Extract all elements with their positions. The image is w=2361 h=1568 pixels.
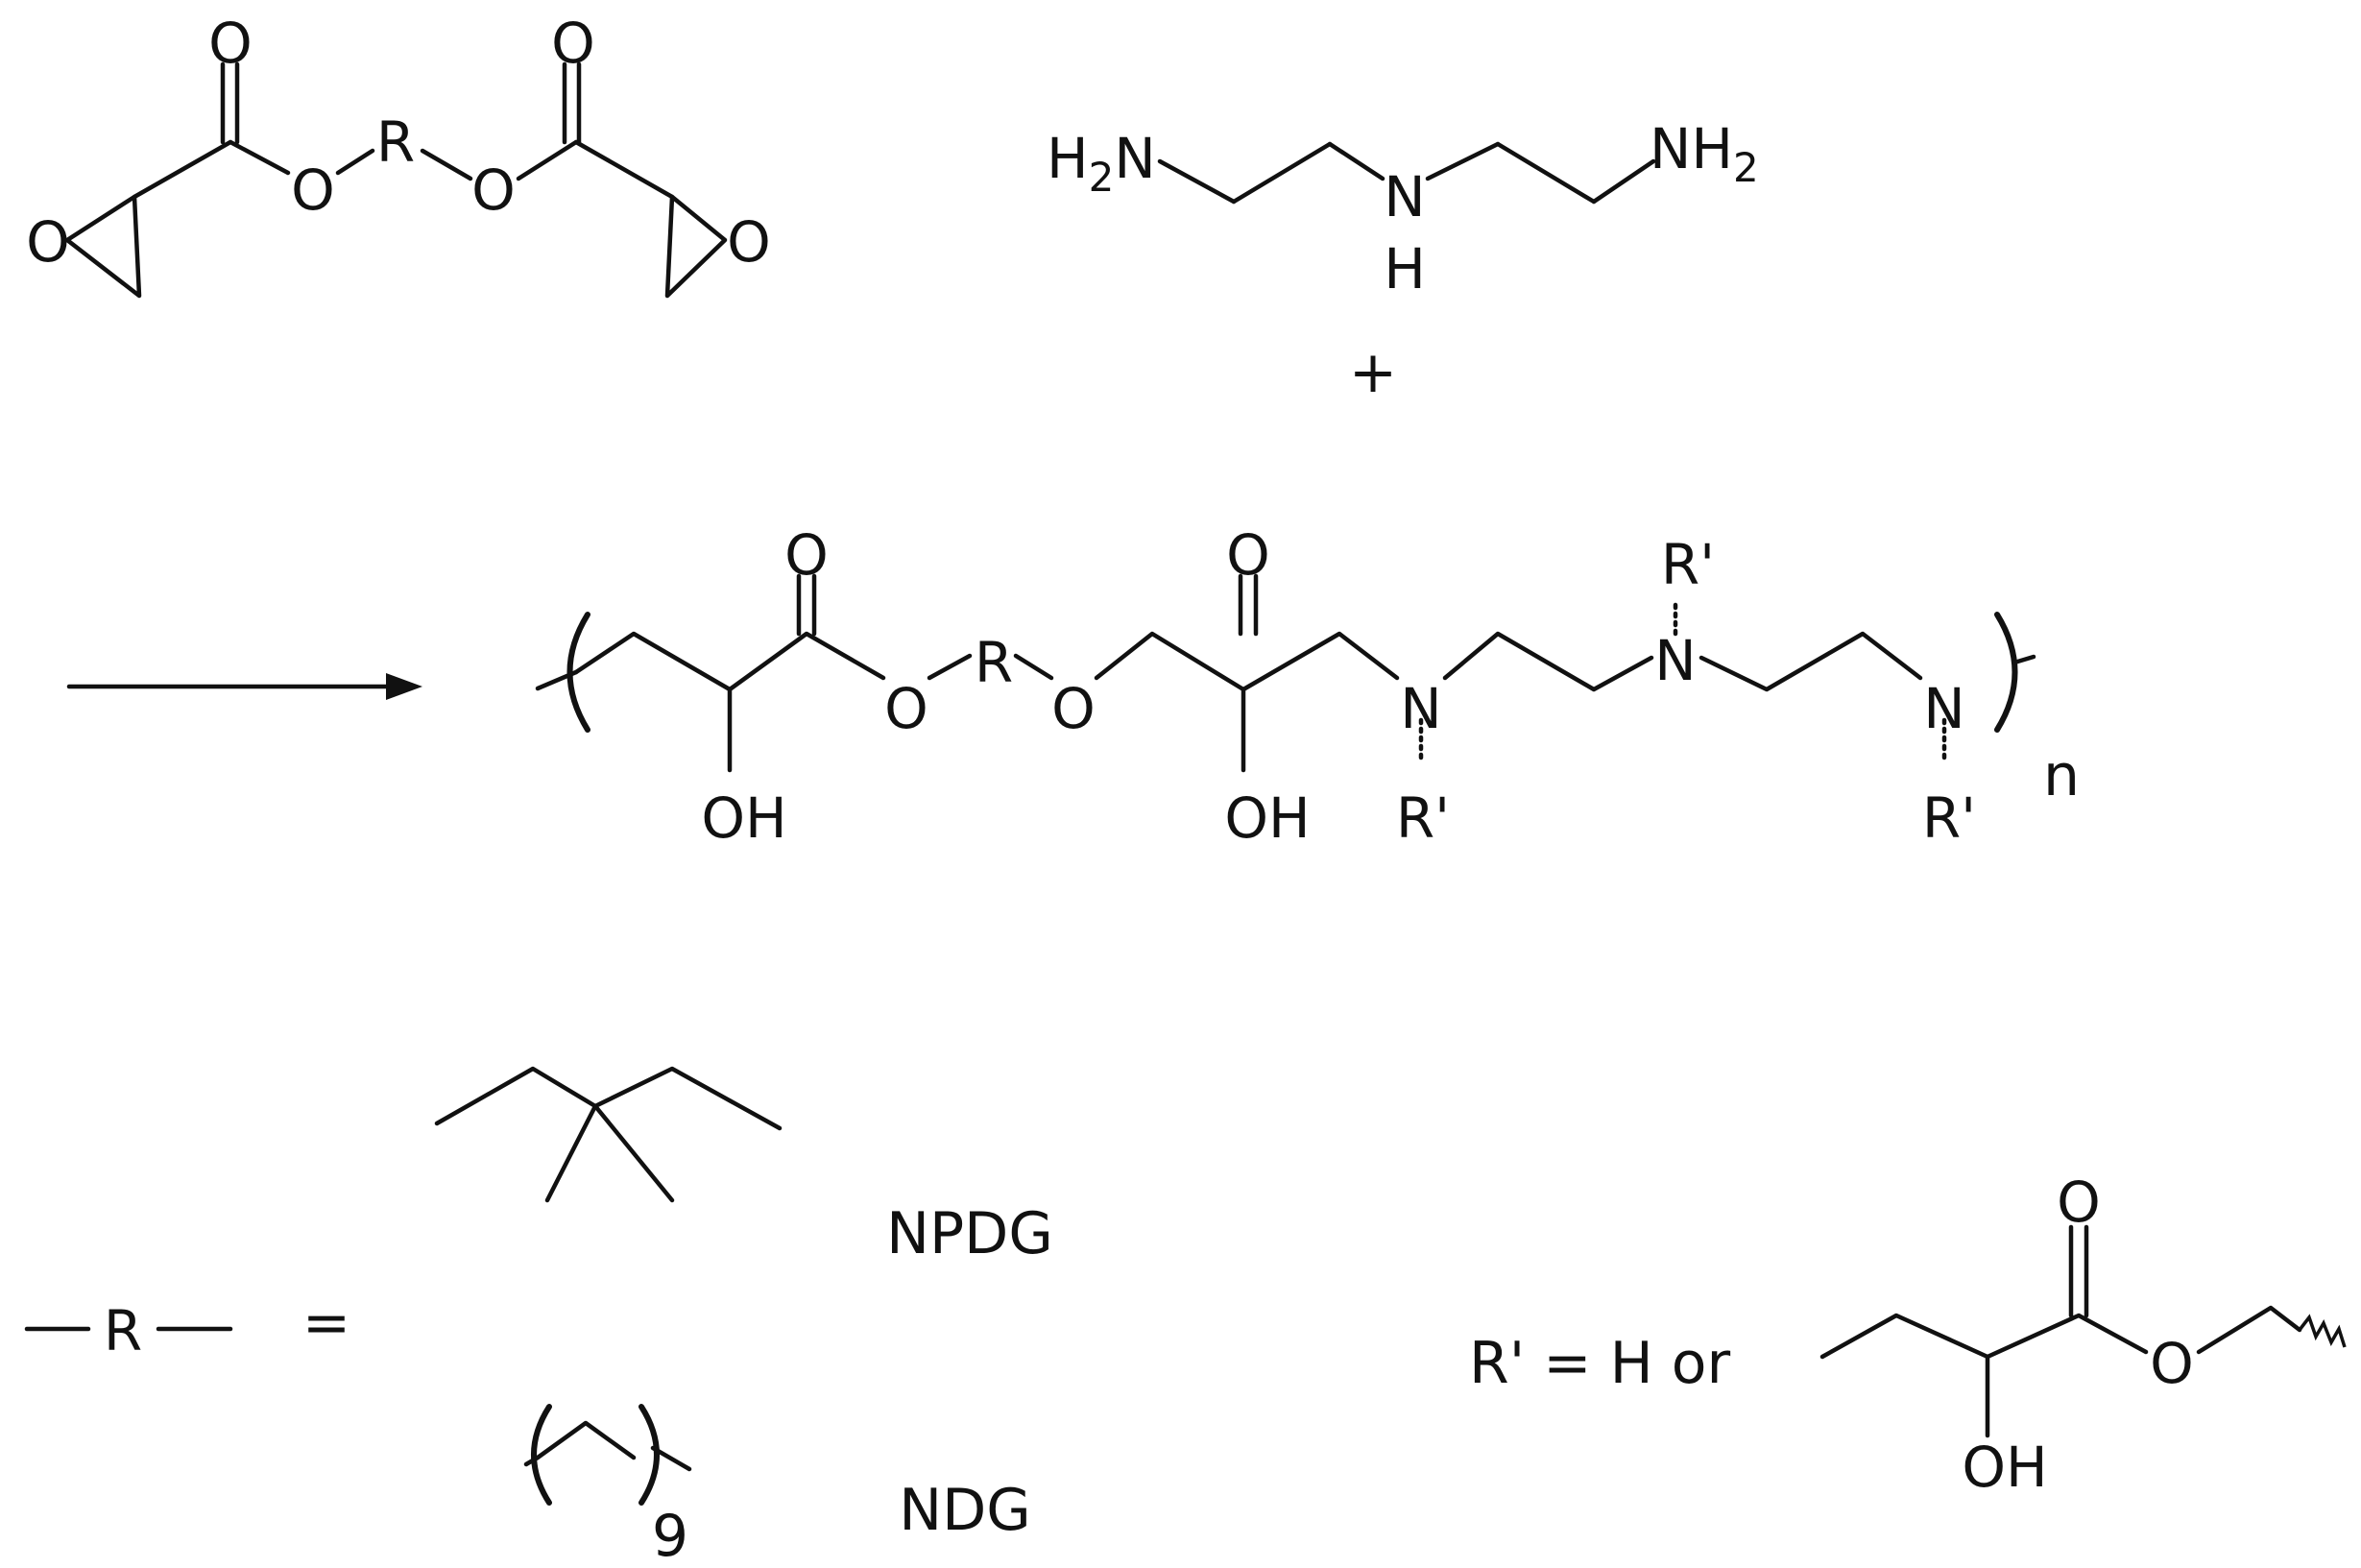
atom-hydroxyl-left: OH — [701, 785, 786, 851]
backbone-amine-segment-2 — [1698, 631, 1923, 692]
rprime-wavy-attachment — [2298, 1314, 2347, 1348]
substituent-rprime-n2: R' — [1661, 532, 1715, 597]
amine-bond-3 — [1327, 141, 1385, 181]
r-definition: R = NPDG 9 NDG — [24, 1066, 1053, 1568]
ndg-bond-right — [650, 1445, 692, 1472]
npdg-methyl-1 — [544, 1103, 598, 1203]
atom-rprime-hydroxyl: OH — [1962, 1435, 2047, 1500]
diethylenetriamine-reactant: H2N N H NH2 — [1047, 116, 1759, 302]
atom-carbonyl-o-product-left: O — [784, 522, 829, 588]
polymer-product: O O O R O OH OH N N N R' R' R' n — [535, 522, 2080, 851]
atom-rprime-ester-o: O — [2150, 1331, 2194, 1396]
epoxide-ring-right — [664, 194, 728, 299]
atom-amine-n1: N — [1400, 676, 1441, 741]
equals-sign: = — [302, 1290, 350, 1357]
amine-bond-1 — [1157, 158, 1237, 205]
bond-r-ester-o — [1013, 653, 1054, 681]
atom-r-product: R — [975, 630, 1013, 695]
atom-terminal-amine-left: H2N — [1047, 126, 1156, 201]
atom-epoxide-o-left: O — [26, 209, 70, 275]
atom-amine-n3: N — [1923, 676, 1964, 741]
atom-rprime-carbonyl-o: O — [2057, 1170, 2101, 1235]
rprime-backbone-1 — [1819, 1313, 2149, 1360]
rprime-definition-label: R' = H or — [1469, 1330, 1731, 1397]
repeat-unit-n: n — [2043, 742, 2080, 809]
diepoxide-reactant: O O O R O O O — [26, 11, 771, 299]
backbone-amine-segment-1 — [1442, 631, 1654, 692]
ndg-bracket-left — [531, 1404, 552, 1506]
atom-ester-o-left: O — [291, 157, 335, 223]
ndg-backbone — [535, 1420, 637, 1460]
npdg-methyl-2 — [592, 1103, 675, 1203]
bond-ester-o-r — [927, 653, 973, 681]
atom-ester-o-product-right: O — [1051, 676, 1096, 741]
atom-ester-o-product-left: O — [884, 676, 928, 741]
atom-carbonyl-o-left: O — [208, 11, 253, 76]
bond-chain-end-right — [2012, 654, 2036, 665]
atom-hydroxyl-right: OH — [1224, 785, 1310, 851]
label-ndg: NDG — [899, 1477, 1031, 1544]
backbone-middle-segment — [1094, 631, 1400, 692]
atom-secondary-amine-h: H — [1384, 236, 1426, 302]
bracket-right — [1994, 612, 2018, 733]
amine-bond-2 — [1231, 141, 1333, 205]
arrow-head — [386, 673, 422, 700]
amine-bond-5 — [1495, 141, 1597, 205]
plus-sign: + — [1349, 339, 1397, 406]
label-npdg: NPDG — [886, 1200, 1053, 1267]
atom-terminal-amine-right: NH2 — [1650, 116, 1759, 191]
amine-bond-6 — [1591, 158, 1656, 205]
atom-carbonyl-o-right: O — [551, 11, 595, 76]
bond-carbonyl-ester-o-left — [228, 139, 291, 176]
rprime-backbone-2 — [2196, 1305, 2302, 1355]
ndg-bond-left — [523, 1455, 541, 1467]
backbone-left-segment — [573, 631, 886, 692]
epoxide-ring-left — [64, 194, 142, 299]
rprime-definition: R' = H or O O OH — [1469, 1170, 2347, 1500]
atom-r-linker: R — [376, 109, 415, 175]
atom-epoxide-o-right: O — [727, 209, 771, 275]
r-definition-label: R — [104, 1298, 142, 1363]
ndg-repeat-count: 9 — [652, 1503, 688, 1568]
amine-bond-4 — [1425, 141, 1501, 181]
ndg-bracket-right — [638, 1404, 660, 1506]
bond-epoxide-carbonyl-left — [132, 139, 233, 200]
atom-secondary-amine-n: N — [1384, 164, 1425, 229]
bracket-left — [566, 612, 590, 733]
substituent-rprime-n1: R' — [1396, 785, 1450, 851]
reaction-arrow — [66, 673, 422, 700]
atom-amine-n2: N — [1654, 628, 1696, 693]
atom-ester-o-right: O — [471, 157, 516, 223]
bond-carbonyl-epoxide-right — [573, 139, 675, 200]
bond-ester-o-carbonyl-right — [516, 139, 579, 181]
bond-chain-end-left — [535, 669, 579, 691]
atom-carbonyl-o-product-right: O — [1226, 522, 1270, 588]
bond-ester-o-r-left — [335, 148, 375, 176]
bond-r-ester-o-right — [420, 148, 473, 181]
substituent-rprime-n3: R' — [1922, 785, 1976, 851]
